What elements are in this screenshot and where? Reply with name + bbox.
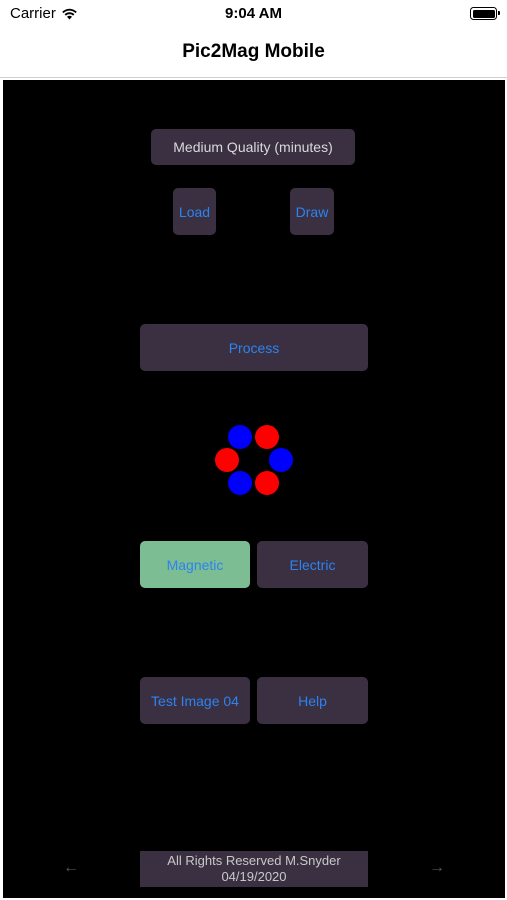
carrier-label: Carrier — [10, 5, 78, 22]
draw-button[interactable]: Draw — [290, 188, 334, 235]
charge-dot-blue — [228, 471, 252, 495]
load-button[interactable]: Load — [173, 188, 216, 235]
quality-button[interactable]: Medium Quality (minutes) — [151, 129, 355, 165]
app-canvas: Medium Quality (minutes) Load Draw Proce… — [3, 80, 505, 898]
test-image-button[interactable]: Test Image 04 — [140, 677, 250, 724]
page-title: Pic2Mag Mobile — [182, 41, 325, 62]
help-button[interactable]: Help — [257, 677, 368, 724]
charge-dot-red — [255, 425, 279, 449]
battery-tip — [498, 11, 500, 15]
status-time: 9:04 AM — [225, 5, 282, 22]
charge-dot-blue — [228, 425, 252, 449]
carrier-text: Carrier — [10, 5, 56, 22]
magnetic-button[interactable]: Magnetic — [140, 541, 250, 588]
previous-arrow-icon[interactable]: ← — [63, 859, 79, 876]
charge-dot-red — [255, 471, 279, 495]
next-arrow-icon[interactable]: → — [429, 859, 445, 876]
battery-level — [472, 9, 495, 18]
copyright-footer: All Rights Reserved M.Snyder 04/19/2020 — [140, 851, 368, 887]
charge-dot-red — [215, 448, 239, 472]
electric-button[interactable]: Electric — [257, 541, 368, 588]
copyright-date: 04/19/2020 — [221, 869, 287, 884]
navigation-bar: Pic2Mag Mobile — [0, 28, 507, 78]
battery-icon — [470, 7, 500, 20]
charge-dot-blue — [269, 448, 293, 472]
status-bar: Carrier 9:04 AM — [0, 0, 507, 28]
process-button[interactable]: Process — [140, 324, 368, 371]
wifi-icon — [62, 8, 77, 19]
copyright-text: All Rights Reserved M.Snyder — [167, 853, 341, 868]
